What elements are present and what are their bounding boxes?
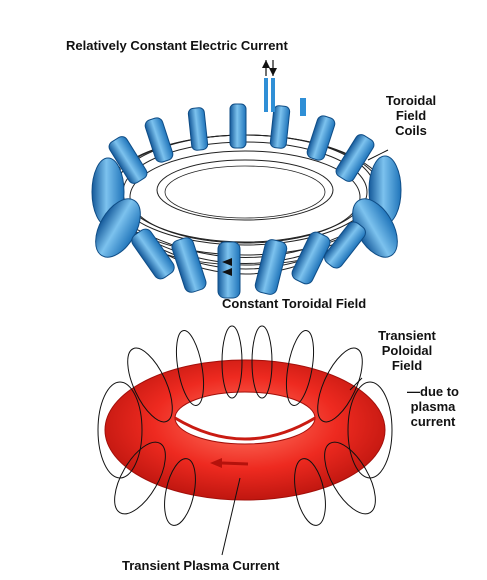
label-line: Field (368, 358, 446, 373)
label-line: Transient (368, 328, 446, 343)
label-top-current: Relatively Constant Electric Current (66, 38, 288, 53)
label-due-to-plasma-current: —due to plasma current (396, 384, 470, 429)
label-line: Coils (382, 123, 440, 138)
label-line: Poloidal (368, 343, 446, 358)
plasma-torus (105, 360, 385, 500)
toroidal-coil-torus (86, 104, 406, 298)
label-line: current (396, 414, 470, 429)
label-line: —due to (396, 384, 470, 399)
label-constant-toroidal-field: Constant Toroidal Field (222, 296, 366, 311)
label-toroidal-field-coils: Toroidal Field Coils (382, 93, 440, 138)
label-transient-poloidal-field: Transient Poloidal Field (368, 328, 446, 373)
label-line: Toroidal (382, 93, 440, 108)
label-line: Field (382, 108, 440, 123)
label-transient-plasma-current: Transient Plasma Current (122, 558, 280, 573)
label-line: plasma (396, 399, 470, 414)
